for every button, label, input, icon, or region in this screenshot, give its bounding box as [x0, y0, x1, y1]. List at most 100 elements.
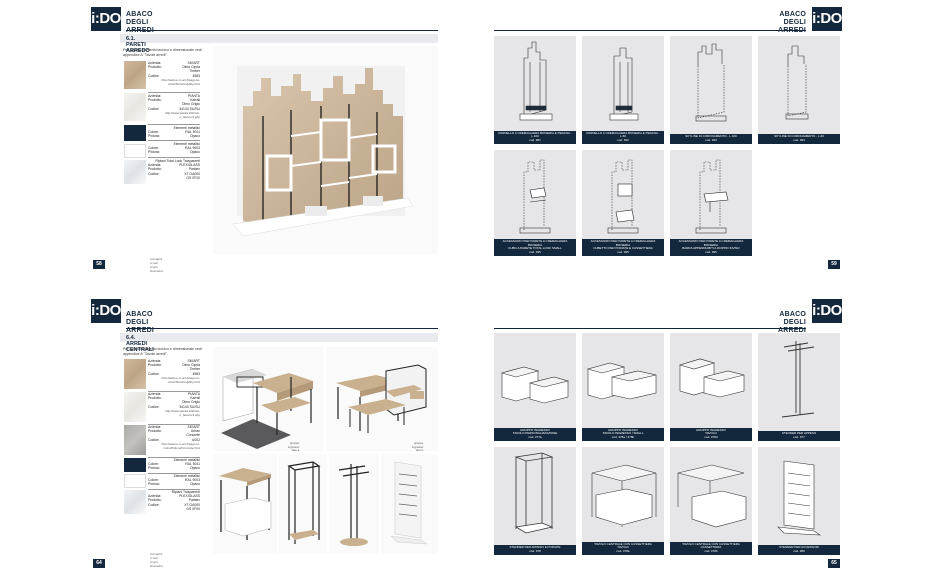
card-label: PANNELLO A CREMAGLIERA BOISERIA E PEDANA…	[586, 130, 660, 139]
ido-logo: i:DO	[812, 299, 842, 323]
spec-divider	[148, 157, 200, 158]
spec-block-2: Azienda:PIANTA Prodotto:Karrall Olmo Gri…	[148, 392, 200, 418]
card-code: cod. 378d	[704, 435, 718, 440]
header-divider	[126, 328, 438, 329]
swatch-ral-9003	[124, 474, 146, 488]
product-card[interactable]: ACCESSORIO PER PARETE A CREMAGLIERA BOIS…	[582, 150, 664, 256]
card-code: cod. 377	[793, 435, 805, 440]
accessory-stand-photo	[381, 454, 438, 554]
page-number: 64	[93, 559, 105, 568]
central-table-photo	[213, 454, 277, 554]
header-title-line2: DEGLI ARREDI	[126, 319, 155, 334]
spec-divider	[148, 140, 200, 141]
spec-block-5: Elementi metallici Colore:RAL 9003 Pintu…	[148, 474, 200, 487]
ido-logo: i:DO	[812, 7, 842, 31]
card-code: cod. 378a / 378b	[611, 435, 635, 440]
spec-block-2: Azienda:PIANTA Prodotto:Karrall Olmo Gri…	[148, 94, 200, 120]
card-label: PANNELLO A CREMAGLIERA BOISERIA E PEDANA…	[498, 130, 572, 139]
spec-url[interactable]: http://www.pianta.it/it/colo-ri_bianco/1…	[165, 110, 200, 120]
swatch-ral-5011	[124, 458, 146, 472]
card-code: cod. 377a	[528, 435, 542, 440]
photo-disclaimer: Immagini a solo scopo illustrativo	[150, 257, 164, 273]
header-title-line1: ABACO	[126, 11, 153, 18]
section-title: 6.1. PARETI ARREDO	[126, 36, 150, 54]
section-bar	[120, 333, 438, 342]
swatch-plexiglass	[124, 160, 146, 184]
photo-disclaimer: Immagini a solo scopo illustrativo	[150, 552, 164, 568]
spec-url[interactable]: http://www.e-m-art.it/pagi-ne-colori/fin…	[161, 77, 200, 87]
intro-text: Per approfondimento tecnico e dimensiona…	[123, 347, 202, 356]
swatch-ral-9003	[124, 144, 146, 158]
card-label: GRUPPO INGRESSO TAVOLO PERSONALIZZAZIONE	[512, 427, 558, 436]
spec-block-4: Elementi metallici Colore:RAL 9003 Pintu…	[148, 142, 200, 155]
spec-block-4: Elementi metallici Colore:RAL 5011 Pintu…	[148, 458, 200, 471]
header-title-line2: DEGLI ARREDI	[778, 19, 806, 34]
spec-divider	[148, 473, 200, 474]
page-header-title: ABACO DEGLI ARREDI	[756, 11, 806, 35]
spec-block-1: Azienda:SM'ART Prodotto:Olmo Cipria Timb…	[148, 359, 200, 385]
card-label: STENDER PER ACCESSORI	[779, 545, 819, 550]
card-code: cod. 392	[617, 138, 629, 143]
card-code: cod. 395	[705, 250, 717, 255]
card-label: GRUPPO INGRESSO TAVOLO	[696, 427, 726, 436]
card-code: cod. 393	[705, 138, 717, 143]
product-card[interactable]: TAVOLO CENTRALE CON CASSETTIERA CASSETTI…	[670, 447, 752, 555]
card-label: ACCESSORIO PER PARETE A CREMAGLIERA BOIS…	[678, 238, 744, 251]
card-label: GRUPPO INGRESSO TAVOLO INGRESSO / SMALL	[602, 427, 644, 436]
spec-url[interactable]: http://www.pianta.it/it/colo-ri_bianco/1…	[165, 408, 200, 418]
swatch-olmo-grigio	[124, 392, 146, 422]
card-code: cod. 395	[529, 250, 541, 255]
card-label: TAVOLO CENTRALE CON CASSETTIERA TAVOLO	[594, 541, 652, 550]
photo-caption-a: gruppo ingresso lato a	[288, 441, 300, 453]
swatch-olmo-cipria	[124, 359, 146, 389]
card-label: STENDER PER APPESO E PODIATE	[509, 545, 561, 550]
card-label: SKYLINE DI CORONAMENTO - L.60	[774, 134, 824, 139]
card-code: cod. 381	[529, 138, 541, 143]
card-code: cod. 378a	[616, 549, 630, 554]
spec-block-3: Azienda:SM'ART Prodotto:Urban Concrete C…	[148, 425, 200, 451]
ido-logo: i:DO	[91, 7, 121, 31]
header-title-line1: ABACO	[779, 311, 806, 318]
header-divider	[126, 30, 438, 31]
spec-url[interactable]: http://www.e-m-art.it/pagi-ne-colori/fin…	[161, 441, 200, 451]
spec-block-6: Ripiani Trasparenti Azienda:PLEXIGLASS P…	[148, 490, 200, 511]
entry-group-photo-a	[213, 347, 323, 451]
spec-divider	[148, 489, 200, 490]
swatch-olmo-cipria	[124, 61, 146, 89]
ido-logo: i:DO	[91, 299, 121, 323]
product-card[interactable]: ACCESSORIO PER PARETE A CREMAGLIERA BOIS…	[670, 150, 752, 256]
swatch-plexiglass	[124, 490, 146, 514]
card-code: cod. 378	[529, 549, 541, 554]
swatch-urban-concrete	[124, 425, 146, 455]
page-header-title: ABACO DEGLI ARREDI	[126, 11, 154, 35]
card-label: ACCESSORIO PER PARETE A CREMAGLIERA BOIS…	[502, 238, 568, 251]
page-header-title: ABACO DEGLI ARREDI	[756, 311, 806, 335]
card-label: STENDER PER APPESO	[781, 431, 817, 436]
card-code: cod. 395	[617, 250, 629, 255]
page-number: 65	[828, 559, 840, 568]
card-label: SKYLINE DI CORONAMENTO - L.100	[685, 134, 737, 139]
product-card[interactable]: PANNELLO A CREMAGLIERA BOISERIA E PEDANA…	[582, 36, 664, 144]
stender-photo	[279, 454, 327, 554]
spec-block-1: Azienda:SM'ART Prodotto:Olmo Cipria Timb…	[148, 61, 200, 87]
header-title-line1: ABACO	[126, 311, 153, 318]
product-card[interactable]: GRUPPO INGRESSO TAVOLO PERSONALIZZAZIONE…	[494, 333, 576, 441]
swatch-ral-5011	[124, 125, 146, 141]
page-header-title: ABACO DEGLI ARREDI	[126, 311, 154, 335]
product-card[interactable]: ACCESSORIO PER PARETE A CREMAGLIERA BOIS…	[494, 150, 576, 256]
section-title: 6.4. ARREDI CENTRALI	[126, 335, 154, 353]
spec-block-3: Elementi metallici Colore:RAL 5011 Pintu…	[148, 126, 200, 139]
header-divider	[494, 328, 806, 329]
card-code: cod. 378b	[704, 549, 718, 554]
product-card[interactable]: PANNELLO A CREMAGLIERA BOISERIA E PEDANA…	[494, 36, 576, 144]
spec-url[interactable]: http://www.e-m-art.it/pagi-ne-colori/fin…	[161, 375, 200, 385]
spec-divider	[148, 124, 200, 125]
